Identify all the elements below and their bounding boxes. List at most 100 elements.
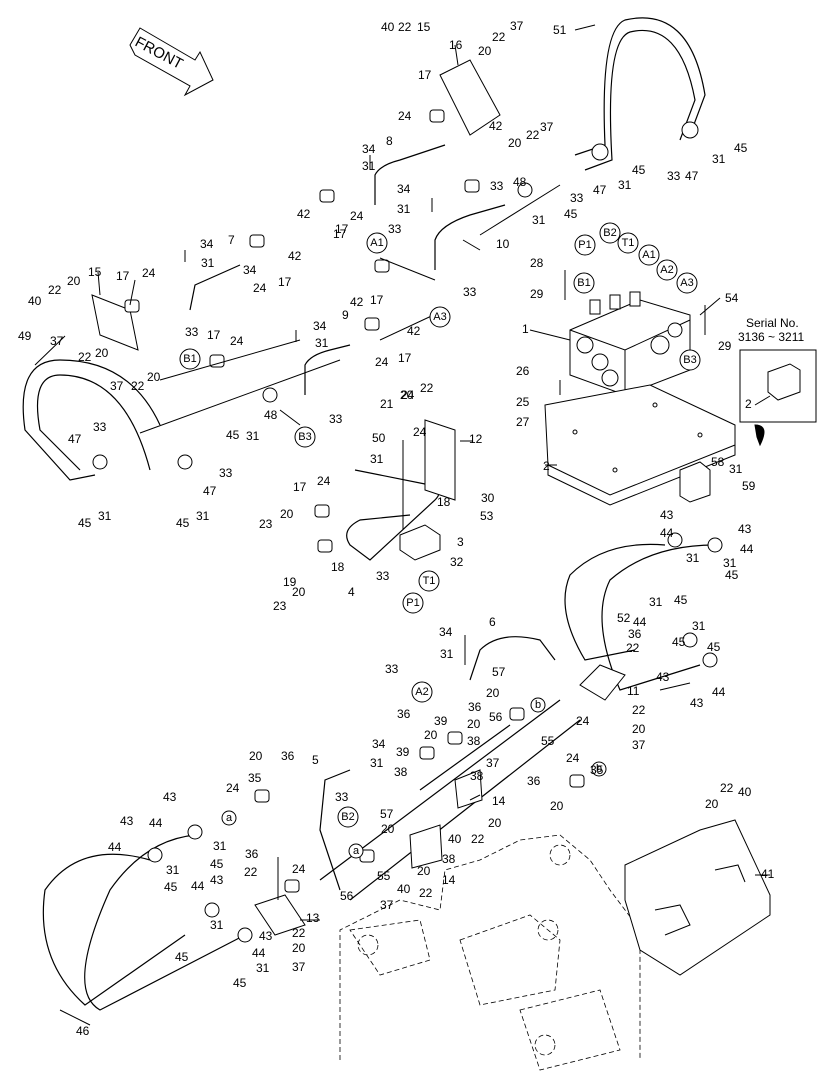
callout: 20 (486, 686, 500, 700)
callout: 47 (593, 183, 607, 197)
callout: 48 (513, 175, 527, 189)
port-label-b3: B3 (298, 431, 311, 443)
callout: 36 (281, 749, 295, 763)
callout: 22 (48, 283, 62, 297)
callout: 55 (541, 734, 555, 748)
callout: 33 (388, 222, 402, 236)
port-label-t1: T1 (423, 575, 436, 587)
callout: 43 (660, 508, 674, 522)
loader-frame (339, 834, 641, 1071)
serial-title: Serial No. (746, 316, 799, 330)
callout: 20 (467, 717, 481, 731)
callout: 33 (376, 569, 390, 583)
callout: 24 (253, 281, 267, 295)
callout: 22 (419, 886, 433, 900)
callout: 19 (283, 575, 297, 589)
callout: 34 (243, 263, 257, 277)
callout: 24 (413, 425, 427, 439)
callout: 40 (397, 882, 411, 896)
callout: 22 (626, 641, 640, 655)
callout: 24 (292, 862, 306, 876)
callout: 31 (397, 202, 411, 216)
port-label-a3-valve: A3 (680, 277, 693, 289)
callout: 14 (442, 873, 456, 887)
callout: 45 (707, 640, 721, 654)
callout: 43 (690, 696, 704, 710)
port-label-a2-valve: A2 (660, 264, 673, 276)
callout: 24 (401, 388, 415, 402)
callout: 42 (489, 119, 503, 133)
callout: 20 (95, 346, 109, 360)
callout: 40 (448, 832, 462, 846)
callout: 47 (685, 169, 699, 183)
callout: 22 (492, 30, 506, 44)
callout: 31 (98, 509, 112, 523)
callout: 59 (742, 479, 756, 493)
callout: 18 (331, 560, 345, 574)
port-label-a2: A2 (415, 686, 428, 698)
callout: 31 (315, 336, 329, 350)
callout: 17 (333, 227, 347, 241)
callout: 57 (380, 807, 394, 821)
callout: 17 (116, 269, 130, 283)
callout: 46 (76, 1024, 90, 1038)
port-labels: A1 A2 A3 B1 B2 B3 P1 T1 P1 B2 T1 A1 A2 A… (179, 222, 701, 859)
callout: 8 (386, 134, 393, 148)
callout: 31 (213, 839, 227, 853)
cover-plate (624, 819, 771, 976)
callout: 45 (226, 428, 240, 442)
callout: 22 (244, 865, 258, 879)
callout: 52 (617, 611, 631, 625)
callout: 34 (372, 737, 386, 751)
callout: 15 (417, 20, 431, 34)
callout: 20 (400, 388, 414, 402)
callout: 10 (496, 237, 510, 251)
callout: 37 (380, 898, 394, 912)
port-label-b1: B1 (183, 353, 196, 365)
port-label-b1-valve: B1 (577, 277, 590, 289)
callout: 31 (712, 152, 726, 166)
callout: 11 (627, 684, 640, 698)
callout: 22 (420, 381, 434, 395)
callout: 17 (370, 293, 384, 307)
callout: 56 (489, 710, 503, 724)
serial-range: 3136 ~ 3211 (738, 330, 805, 344)
callout: 47 (68, 432, 82, 446)
callout: 17 (207, 328, 221, 342)
callout: 57 (492, 665, 506, 679)
callout: 42 (350, 295, 364, 309)
callout: 36 (245, 847, 259, 861)
callout: 20 (67, 274, 81, 288)
callout: 33 (329, 412, 343, 426)
callout: 17 (398, 351, 412, 365)
callout: 21 (380, 397, 394, 411)
callout: 24 (350, 209, 364, 223)
callout: 40 (28, 294, 42, 308)
callout: 24 (317, 474, 331, 488)
callout: 31 (440, 647, 454, 661)
callout: 47 (203, 484, 217, 498)
leader-lines (34, 24, 770, 1026)
callout: 45 (78, 516, 92, 530)
mounting-plate (544, 384, 736, 506)
callout: 17 (418, 68, 432, 82)
callout: 38 (442, 852, 456, 866)
callout: 31 (201, 256, 215, 270)
callout: 31 (210, 918, 224, 932)
port-label-a-small: a (353, 845, 360, 857)
callout: 31 (196, 509, 210, 523)
callout: 44 (740, 542, 754, 556)
callout: 24 (576, 714, 590, 728)
callout: 22 (292, 926, 306, 940)
callout: 20 (292, 941, 306, 955)
callout: 49 (18, 329, 32, 343)
callout: 56 (340, 889, 354, 903)
callout: 31 (686, 551, 700, 565)
callout: 36 (468, 700, 482, 714)
callout: 33 (335, 790, 349, 804)
callout: 43 (210, 873, 224, 887)
callout: 31 (618, 178, 632, 192)
port-label-a1-valve: A1 (642, 249, 655, 261)
callout: 45 (632, 163, 646, 177)
